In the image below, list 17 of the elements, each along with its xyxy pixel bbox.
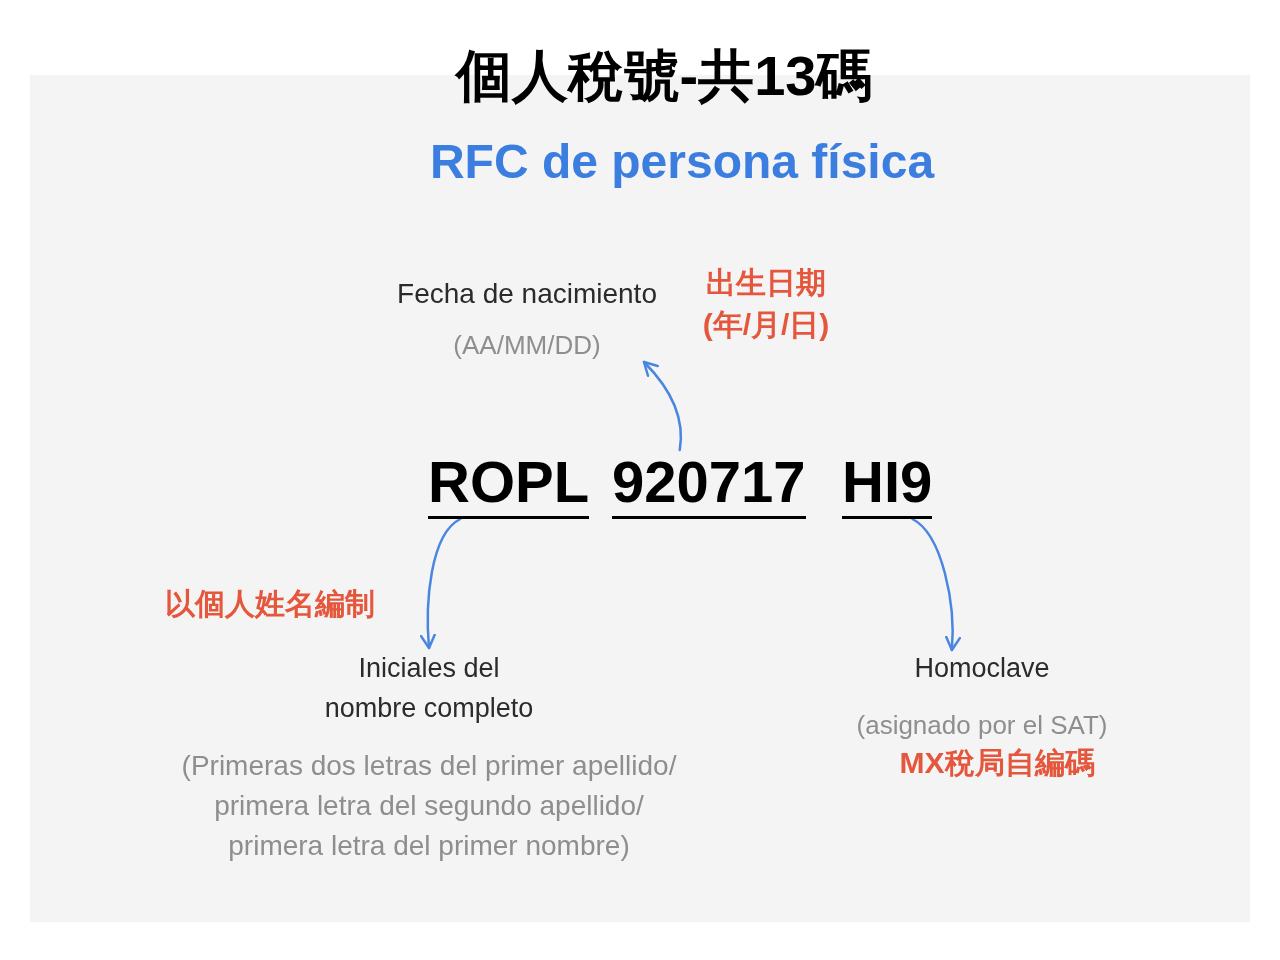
field-heading: Fecha de nacimiento: [397, 277, 657, 311]
underlined-code-segment: HI9: [842, 450, 933, 519]
annotation-text: 以個人姓名編制: [165, 586, 375, 622]
field-note: (AA/MM/DD): [453, 329, 601, 362]
curved-arrow: [642, 360, 683, 452]
curved-arrow: [911, 517, 961, 652]
field-heading: Homoclave: [914, 652, 1050, 685]
annotation-text: 出生日期(年/月/日): [701, 265, 831, 343]
field-note: (Primeras dos letras del primer apellido/ primera letra del segundo apellido/ primera letra del primer nombre): [180, 749, 678, 863]
field-note: (asignado por el SAT): [856, 709, 1108, 742]
field-heading: Iniciales del nombre completo: [323, 652, 535, 725]
underlined-code-segment: 920717: [612, 450, 806, 519]
title: 個人稅號-共13碼: [455, 43, 873, 109]
subtitle: RFC de persona física: [429, 134, 935, 190]
annotation-text: MX稅局自編碼: [899, 745, 1095, 781]
curved-arrow: [420, 517, 462, 650]
underlined-code-segment: ROPL: [428, 450, 590, 519]
